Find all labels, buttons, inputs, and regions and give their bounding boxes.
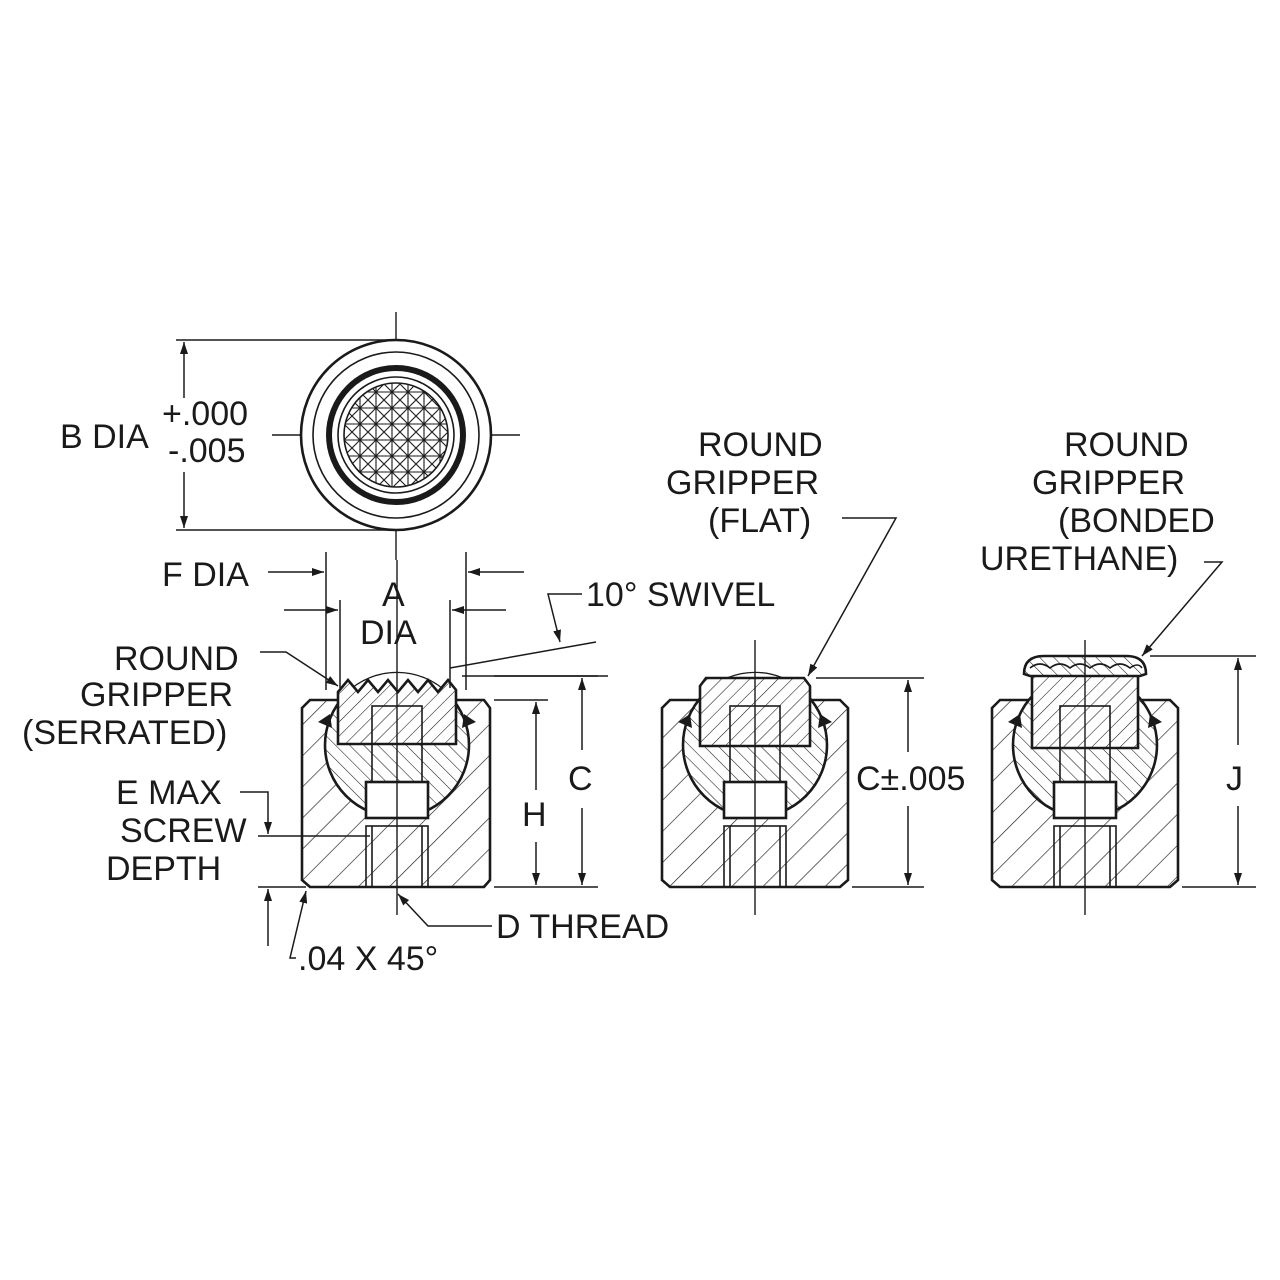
urethane-seal-right xyxy=(1148,714,1162,728)
h-label: H xyxy=(522,796,547,834)
b-dia-label: B DIA xyxy=(60,418,149,456)
b-dia-tol-plus: +.000 xyxy=(162,395,248,433)
flat-gripper-label-1: ROUND xyxy=(698,426,823,464)
swivel-leader xyxy=(547,593,582,643)
swivel-label: 10° SWIVEL xyxy=(586,576,775,614)
chamfer-leader xyxy=(289,890,308,959)
j-label: J xyxy=(1226,760,1243,798)
urethane-gripper-label-3: (BONDED xyxy=(1058,502,1215,540)
top-view-seal-ring xyxy=(326,365,466,505)
urethane-seal-left xyxy=(1008,714,1022,728)
flat-gripper-label-2: GRIPPER xyxy=(666,464,819,502)
e-screw-label-3: DEPTH xyxy=(106,850,221,888)
top-view-ball-circle xyxy=(337,376,455,494)
swivel-ref-line-angled xyxy=(449,641,597,669)
urethane-section-view: ROUND GRIPPER (BONDED URETHANE) J xyxy=(980,426,1256,915)
serrated-seal-right xyxy=(462,714,476,728)
serrated-gripper-leader xyxy=(260,651,339,687)
e-screw-label-2: SCREW xyxy=(120,812,247,850)
e-leader-top xyxy=(240,791,272,834)
flat-gripper-leader xyxy=(807,517,898,677)
urethane-gripper-label-4: URETHANE) xyxy=(980,540,1178,578)
top-view-chamfer-circle xyxy=(312,351,480,519)
c-label: C xyxy=(568,760,593,798)
d-thread-label: D THREAD xyxy=(496,908,669,946)
serrated-gripper-label-1: ROUND xyxy=(114,640,239,678)
flat-section-view: ROUND GRIPPER (FLAT) C±.005 xyxy=(660,426,965,915)
top-view: B DIA +.000 -.005 xyxy=(60,312,520,560)
serrated-gripper-label-2: GRIPPER xyxy=(80,676,233,714)
c-tol-label: C±.005 xyxy=(856,760,965,798)
f-dia-label: F DIA xyxy=(162,556,249,594)
b-dia-tol-minus: -.005 xyxy=(168,432,246,470)
top-view-knurl-pattern xyxy=(344,383,448,487)
flat-seal-left xyxy=(678,714,692,728)
serrated-gripper-label-3: (SERRATED) xyxy=(22,714,227,752)
a-dia-label-line2: DIA xyxy=(360,614,417,652)
flat-seal-right xyxy=(818,714,832,728)
urethane-gripper-label-1: ROUND xyxy=(1064,426,1189,464)
top-view-gripper-face xyxy=(343,382,449,488)
d-thread-leader xyxy=(397,893,492,927)
a-dia-label-line1: A xyxy=(382,576,405,614)
urethane-gripper-leader xyxy=(1141,561,1224,657)
chamfer-label: .04 X 45° xyxy=(298,940,438,978)
e-screw-label-1: E MAX xyxy=(116,774,222,812)
urethane-gripper-label-2: GRIPPER xyxy=(1032,464,1185,502)
serrated-seal-left xyxy=(318,714,332,728)
urethane-bonded-layer-texture xyxy=(1029,663,1143,670)
flat-gripper-label-3: (FLAT) xyxy=(708,502,811,540)
serrated-section-view: F DIA A DIA 10° SWIVEL ROUND GRIPPER (SE… xyxy=(22,552,775,978)
